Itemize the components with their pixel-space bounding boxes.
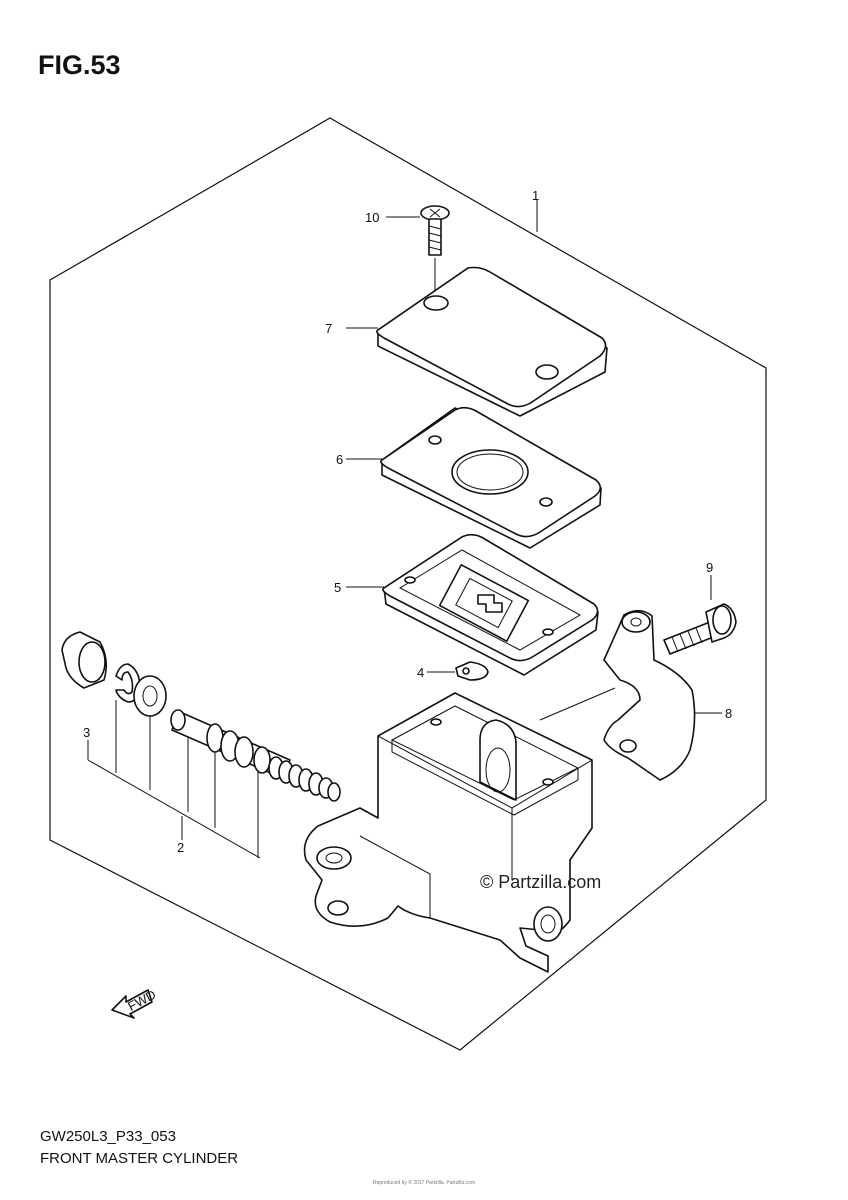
part-10-screw [420, 205, 450, 256]
part-6-diaphragm-plate [380, 406, 602, 549]
part-3-boot [61, 631, 108, 689]
fwd-label: FWD [125, 987, 158, 1014]
callout-7: 7 [325, 321, 332, 336]
callout-4: 4 [417, 665, 424, 680]
return-spring [268, 756, 341, 802]
footer-note: Reproduced by © 2017 Partzilla. Partzill… [372, 1180, 476, 1186]
part-9-bolt [663, 603, 737, 655]
part-2-piston-assembly [170, 709, 341, 802]
callout-8: 8 [725, 706, 732, 721]
diagram-code: GW250L3_P33_053 [40, 1128, 176, 1145]
callout-9: 9 [706, 560, 713, 575]
callout-1: 1 [532, 188, 539, 203]
figure-title: FIG.53 [38, 50, 121, 80]
callout-10: 10 [365, 210, 379, 225]
diagram-caption: FRONT MASTER CYLINDER [40, 1150, 239, 1167]
callout-6: 6 [336, 452, 343, 467]
callout-2: 2 [177, 840, 184, 855]
part-4-clip [455, 661, 489, 681]
part-8-clamp [603, 609, 696, 781]
part-1-master-cylinder-body [303, 692, 593, 973]
callout-3: 3 [83, 725, 90, 740]
part-washer [133, 675, 167, 717]
fwd-direction-arrow: FWD [111, 987, 158, 1019]
watermark: © Partzilla.com [480, 872, 602, 892]
leader-lines [87, 200, 722, 859]
callout-5: 5 [334, 580, 341, 595]
part-5-diaphragm [382, 533, 599, 676]
part-7-reservoir-cap [376, 266, 608, 417]
assembly-boundary [49, 117, 767, 1051]
